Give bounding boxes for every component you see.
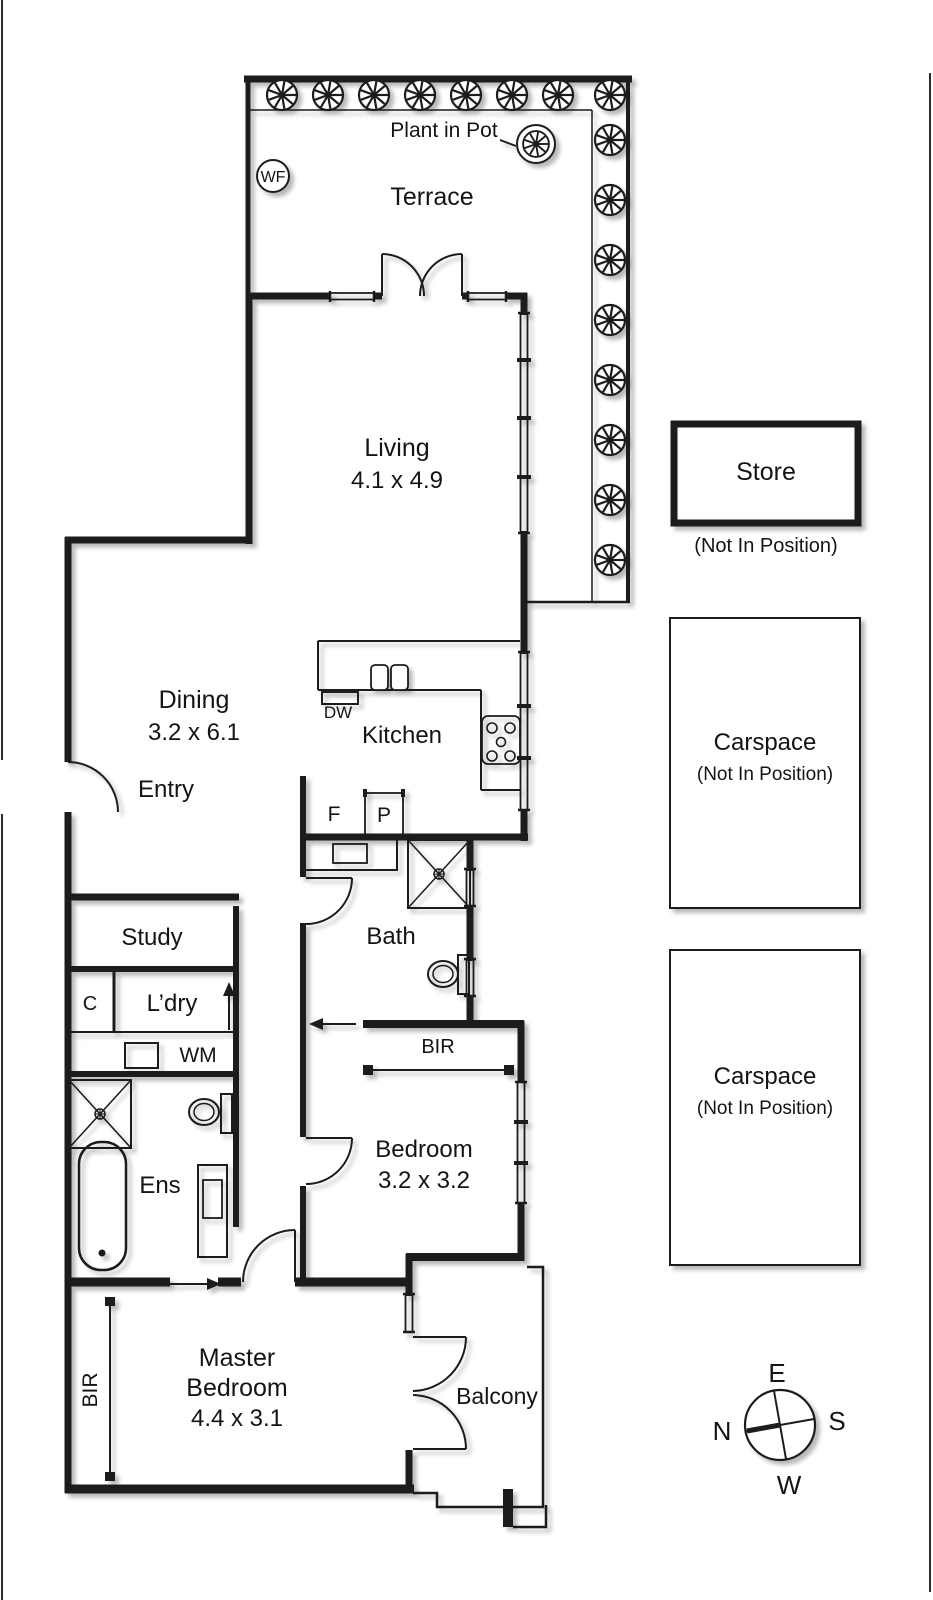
- compass-s-label: S: [828, 1406, 845, 1436]
- windows: [328, 291, 531, 1334]
- wf-label: WF: [261, 169, 286, 186]
- carspace1-box: [669, 617, 861, 909]
- access-arrows: [170, 982, 356, 1290]
- compass-n-label: N: [713, 1416, 732, 1446]
- apartment-walls: [64, 292, 528, 1494]
- bath-label: Bath: [366, 923, 415, 950]
- bedroom-label: Bedroom: [375, 1136, 472, 1163]
- terrace-plants: [265, 78, 627, 577]
- terrace-label: Terrace: [390, 183, 473, 211]
- store-note: (Not In Position): [694, 535, 837, 557]
- master-label-1: Master: [199, 1344, 275, 1372]
- compass-e-label: E: [768, 1358, 785, 1388]
- bedroom-dims: 3.2 x 3.2: [378, 1167, 470, 1194]
- dw-label: DW: [324, 703, 352, 722]
- wf-marker: [256, 159, 290, 193]
- wall-ticks: [105, 1065, 514, 1527]
- plant-in-pot: [499, 124, 556, 164]
- carspace1-note: (Not In Position): [697, 764, 833, 785]
- dining-dims: 3.2 x 6.1: [148, 719, 240, 746]
- living-dims: 4.1 x 4.9: [351, 467, 443, 494]
- carspace2-box: [669, 949, 861, 1266]
- ens-label: Ens: [139, 1172, 180, 1199]
- balcony-outline: [413, 1265, 548, 1529]
- balcony-label: Balcony: [456, 1383, 538, 1409]
- terrace-walls: [244, 75, 632, 604]
- wm-label: WM: [179, 1044, 216, 1067]
- kitchen-fixtures: [317, 640, 521, 836]
- cupboard-label: C: [83, 993, 97, 1015]
- laundry-ensuite-fixtures: [68, 1042, 504, 1472]
- laundry-label: L’dry: [147, 990, 198, 1017]
- fridge-label: F: [328, 803, 341, 826]
- carspace2-label: Carspace: [714, 1063, 817, 1090]
- store-label: Store: [736, 458, 796, 486]
- plant-in-pot-label: Plant in Pot: [390, 119, 498, 142]
- bath-fixtures: [304, 838, 471, 995]
- master-label-2: Bedroom: [186, 1374, 287, 1402]
- living-label: Living: [364, 434, 429, 462]
- carspace1-label: Carspace: [714, 729, 817, 756]
- store-box: [670, 420, 862, 527]
- pantry-label: P: [377, 804, 391, 827]
- compass-w-label: W: [777, 1470, 802, 1500]
- carspace2-note: (Not In Position): [697, 1098, 833, 1119]
- room-labels: Terrace Plant in Pot WF Living 4.1 x 4.9…: [79, 119, 846, 1500]
- entry-label: Entry: [138, 776, 194, 803]
- master-dims: 4.4 x 3.1: [191, 1405, 283, 1432]
- compass-rose: [743, 1388, 817, 1462]
- hall-bir-label: BIR: [421, 1036, 454, 1058]
- study-label: Study: [121, 924, 182, 951]
- dining-label: Dining: [159, 686, 230, 714]
- kitchen-label: Kitchen: [362, 722, 442, 749]
- doors: [67, 253, 467, 1450]
- master-bir-label: BIR: [79, 1372, 102, 1407]
